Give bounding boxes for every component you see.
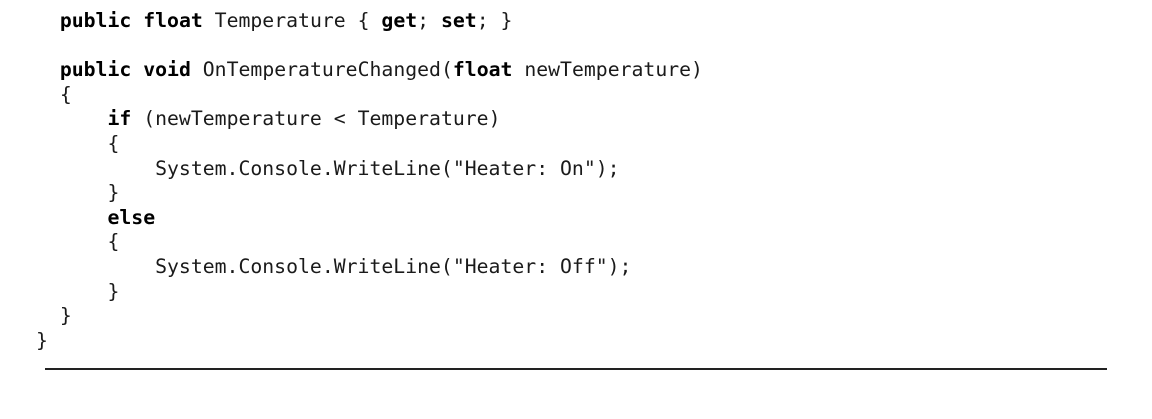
code-line: {: [36, 230, 703, 255]
code-text: }: [36, 181, 120, 205]
code-line: {: [36, 132, 703, 157]
code-line: }: [36, 181, 703, 206]
code-line: public float Temperature { get; set; }: [36, 9, 703, 34]
code-text: ;: [417, 9, 441, 32]
code-keyword: get: [381, 9, 418, 32]
code-keyword: public: [59, 9, 132, 32]
code-line: else: [36, 206, 703, 231]
code-text: System.Console.WriteLine("Heater: On");: [36, 156, 620, 180]
code-line: System.Console.WriteLine("Heater: Off");: [36, 255, 703, 280]
code-line: [36, 34, 703, 59]
code-text: [36, 58, 60, 81]
code-text: [36, 107, 107, 130]
code-text: [131, 9, 143, 32]
code-keyword: float: [452, 58, 513, 82]
code-line: }: [36, 329, 703, 354]
code-keyword: if: [107, 107, 132, 131]
code-text: ; }: [476, 9, 513, 32]
code-line: if (newTemperature < Temperature): [36, 107, 703, 132]
code-line: }: [36, 304, 703, 329]
code-text: [36, 206, 107, 229]
code-line: System.Console.WriteLine("Heater: On");: [36, 157, 703, 182]
code-line: public void OnTemperatureChanged(float n…: [36, 58, 703, 83]
code-text: }: [36, 279, 120, 303]
code-line: {: [36, 83, 703, 108]
code-text: (newTemperature < Temperature): [131, 107, 501, 131]
bottom-rule: [45, 368, 1107, 370]
code-text: {: [36, 131, 120, 155]
code-block: public float Temperature { get; set; } p…: [36, 9, 703, 353]
code-keyword: public: [59, 58, 132, 82]
code-text: }: [36, 304, 72, 328]
code-text: Temperature {: [202, 9, 382, 32]
code-keyword: else: [107, 205, 156, 229]
code-keyword: float: [143, 9, 203, 32]
code-text: OnTemperatureChanged(: [190, 58, 453, 82]
code-text: [131, 58, 143, 81]
code-text: }: [36, 328, 48, 352]
code-text: System.Console.WriteLine("Heater: Off");: [36, 254, 632, 278]
code-text: {: [36, 82, 72, 106]
code-text: [36, 9, 60, 32]
code-keyword: void: [143, 58, 191, 82]
code-text: newTemperature): [512, 58, 703, 82]
code-keyword: set: [440, 9, 477, 32]
code-line: }: [36, 280, 703, 305]
code-text: {: [36, 230, 120, 254]
